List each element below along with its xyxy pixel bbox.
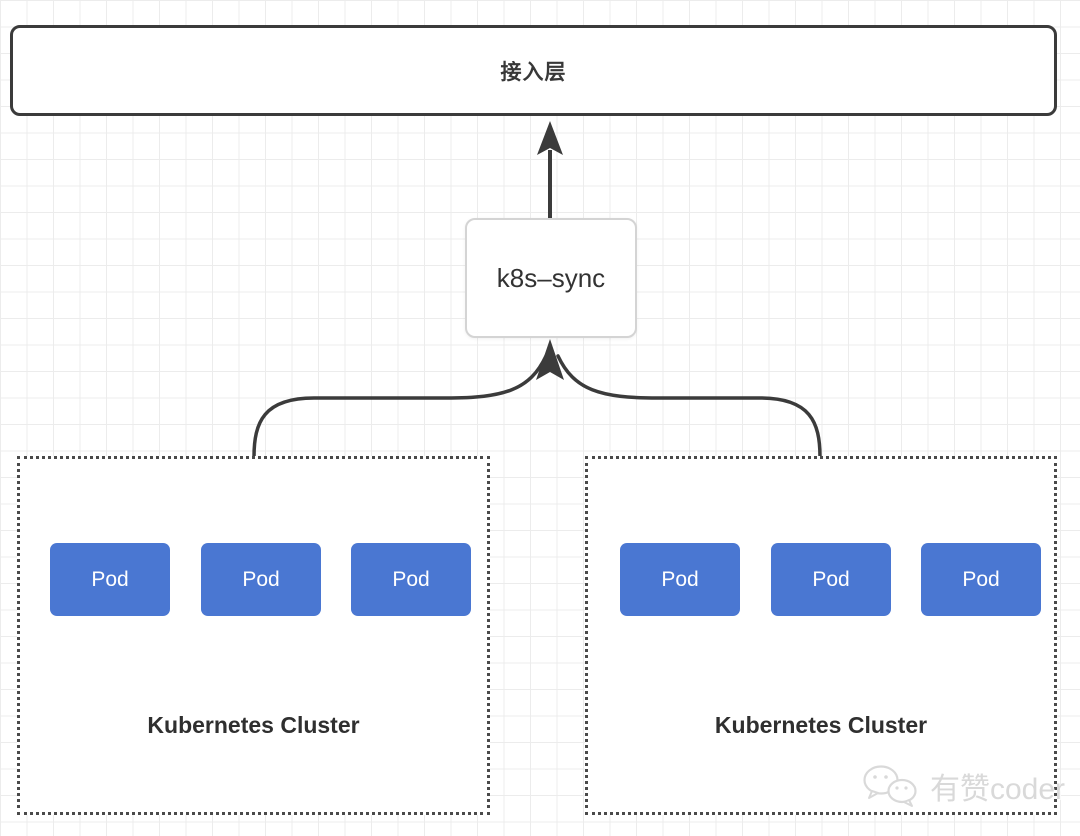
pod-box: Pod bbox=[351, 543, 471, 616]
watermark: 有赞coder bbox=[860, 764, 1065, 808]
k8s-sync-box: k8s–sync bbox=[465, 218, 637, 338]
clusters-to-sync-arrowhead bbox=[536, 339, 564, 380]
pod-label: Pod bbox=[242, 567, 280, 591]
watermark-text: 有赞coder bbox=[930, 773, 1066, 806]
pod-label: Pod bbox=[661, 567, 699, 591]
wechat-icon bbox=[863, 765, 917, 807]
kubernetes-cluster-left: Pod Pod Pod Kubernetes Cluster bbox=[17, 456, 490, 815]
access-layer-box: 接入层 bbox=[10, 25, 1057, 116]
cluster-label: Kubernetes Cluster bbox=[147, 712, 360, 738]
pod-box: Pod bbox=[201, 543, 321, 616]
pod-label: Pod bbox=[392, 567, 430, 591]
k8s-sync-label: k8s–sync bbox=[496, 262, 606, 293]
right-cluster-to-sync-curve bbox=[556, 354, 822, 459]
pod-label: Pod bbox=[962, 567, 1000, 591]
pod-box: Pod bbox=[50, 543, 170, 616]
pod-box: Pod bbox=[771, 543, 891, 616]
sync-to-access-arrowhead bbox=[537, 121, 563, 155]
pod-box: Pod bbox=[921, 543, 1041, 616]
cluster-label: Kubernetes Cluster bbox=[714, 712, 928, 738]
kubernetes-cluster-right: Pod Pod Pod Kubernetes Cluster bbox=[585, 456, 1057, 815]
left-cluster-to-sync-curve bbox=[252, 354, 548, 459]
pod-label: Pod bbox=[812, 567, 850, 591]
pod-label: Pod bbox=[91, 567, 129, 591]
pod-box: Pod bbox=[620, 543, 740, 616]
access-layer-label: 接入层 bbox=[500, 60, 567, 84]
